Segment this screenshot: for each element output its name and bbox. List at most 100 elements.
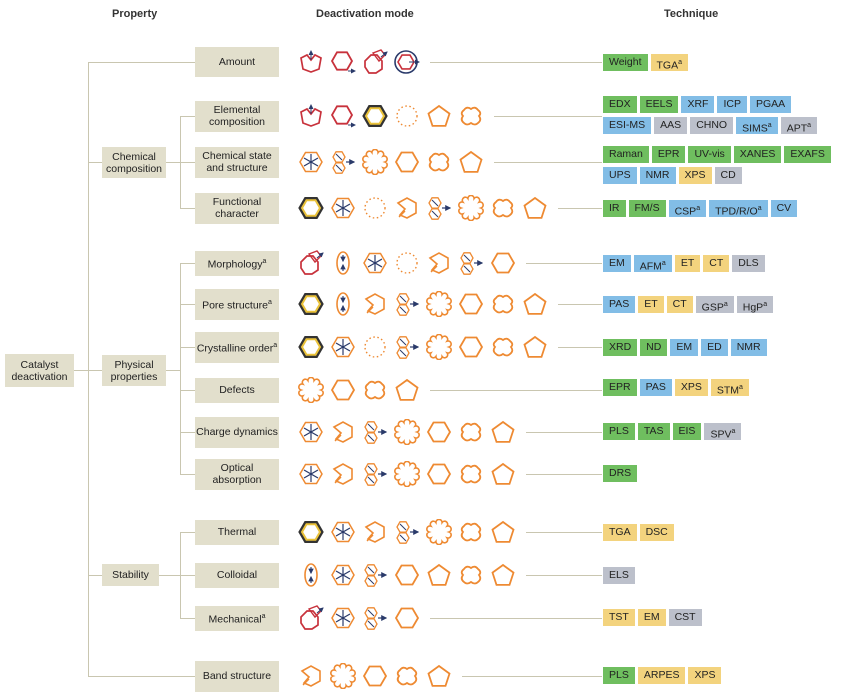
technique-tag: EM [637,609,666,626]
oval-icon [336,251,350,275]
technique-tag: ELS [603,567,635,584]
cut-icon [300,665,321,687]
charge-technique-connector [526,432,602,433]
dots-icon [396,105,418,127]
pentagon-icon [427,664,451,687]
technique-tag: SPVa [704,423,742,441]
pore-branch [180,304,195,305]
technique-tag: EELS [639,96,679,113]
technique-tag: CD [714,167,742,184]
stability-branch [88,575,102,576]
fouling-move2-icon [300,250,324,275]
deactivation-mode-header: Deactivation mode [316,8,414,20]
oval-icon [336,292,350,316]
blob-icon [492,294,514,314]
star-icon [299,421,323,443]
technique-tag: CT [703,255,730,272]
flower-icon [426,291,452,317]
blob-icon [428,152,450,172]
mechanical-modes [298,605,420,631]
pentagon-icon [523,196,547,219]
coke-hex-icon [298,336,324,358]
mechanical-branch [180,618,195,619]
elemental-modes [298,103,484,129]
elemental-branch [180,116,195,117]
technique-tag: EXAFS [784,146,831,163]
thermal-technique-connector [526,532,602,533]
chemstate-technique-connector [494,162,602,163]
functional-branch [180,208,195,209]
footnote-marker: a [739,384,743,391]
technique-tag: Raman [603,146,649,163]
star-icon [331,607,355,629]
technique-tag: CSPa [668,200,707,218]
blob-icon [364,380,386,400]
sinter-icon [396,293,420,316]
star-icon [331,521,355,543]
chemical-branch [88,162,102,163]
blob-icon [396,666,418,686]
pentagon-icon [523,292,547,315]
technique-tag: IR [603,200,626,217]
technique-tag: ET [674,255,701,272]
technique-tag: DRS [603,465,638,482]
technique-tag: XRD [603,339,638,356]
property-label: Thermal [217,526,257,538]
technique-tag: XPS [678,167,712,184]
technique-tag: PLS [603,423,635,440]
pentagon-icon [395,378,419,401]
technique-tag: TST [603,609,635,626]
property-label: Optical absorption [212,462,262,486]
property-crystalline: Crystalline ordera [195,331,279,363]
mechanical-technique-connector [430,618,602,619]
property-pore: Pore structurea [195,288,279,320]
technique-tag: DSC [639,524,674,541]
star-icon [299,463,323,485]
pentagon-icon [491,563,515,586]
technique-tag: PAS [603,296,636,313]
optical-modes [298,461,516,487]
property-amount: Amount [195,47,279,77]
elemental-technique-connector [494,116,602,117]
hexagon-icon [426,463,452,485]
pore-technique-connector [558,304,602,305]
technique-tag: EIS [672,423,702,440]
star-icon [331,336,355,358]
fouling-move2-icon [300,605,324,630]
hexagon-icon [426,421,452,443]
property-thermal: Thermal [195,519,279,545]
pentagon-icon [427,563,451,586]
technique-tag: CST [668,609,702,626]
technique-header: Technique [664,8,719,20]
crystalline-technique-connector [558,347,602,348]
technique-tag: XPS [674,379,708,396]
technique-tag: UPS [603,167,637,184]
hexagon-icon [394,564,420,586]
technique-tag: FM/S [628,200,666,217]
flower-icon [330,663,356,689]
star-icon [331,564,355,586]
flower-icon [394,419,420,445]
technique-tag: TGA [603,524,637,541]
blob-icon [460,106,482,126]
optical-branch [180,474,195,475]
flower-icon [362,149,388,175]
hexagon-icon [330,379,356,401]
dots-icon [364,336,386,358]
property-label: Amount [218,56,256,68]
property-chemstate: Chemical state and structure [195,146,279,178]
functional-modes [298,195,548,221]
flower-icon [426,519,452,545]
chemstate-modes [298,149,484,175]
footnote-marker: a [767,122,772,129]
cut-icon [396,197,417,219]
poison-icon [300,50,322,73]
root-spine [88,62,89,677]
